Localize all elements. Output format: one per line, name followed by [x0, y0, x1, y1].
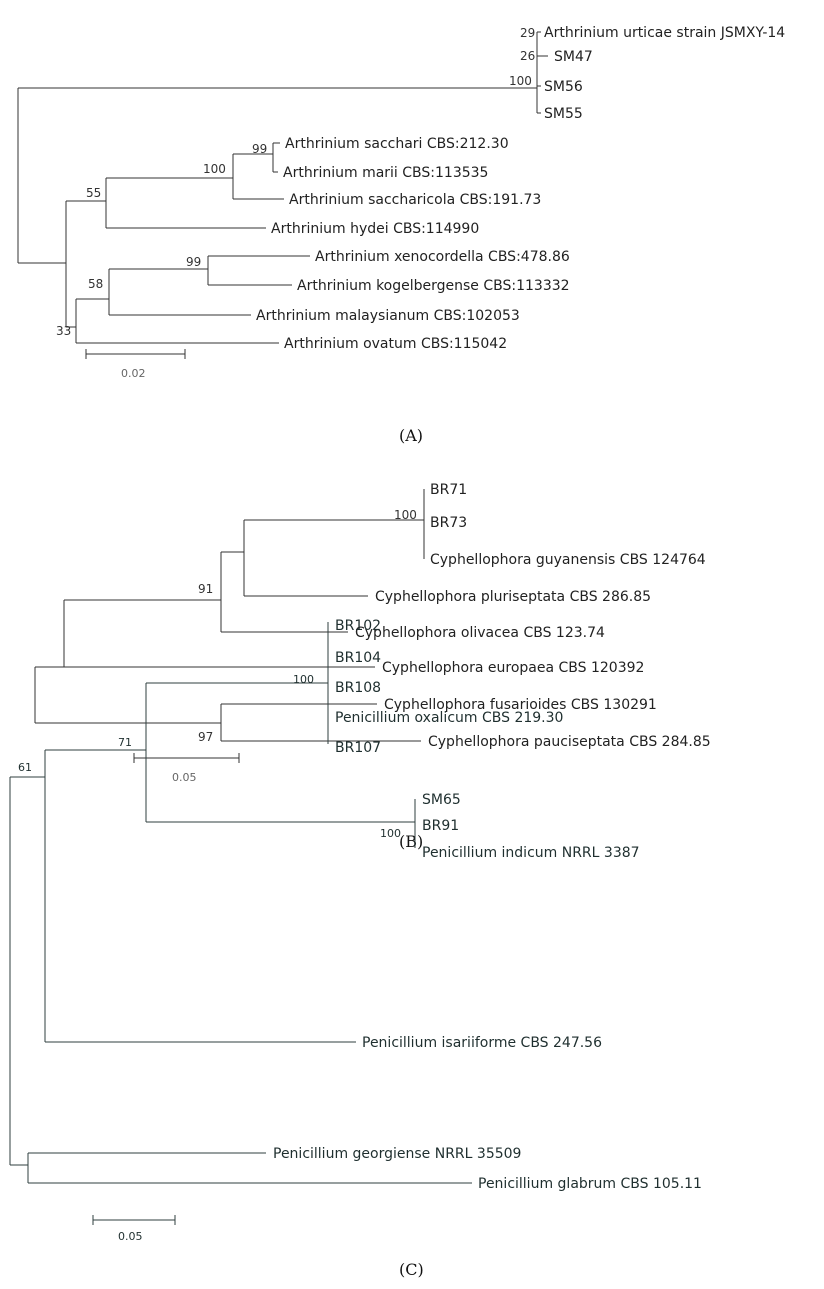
- tree-c-bootstrap-71: 71: [118, 736, 132, 749]
- tree-a-leaf-arthrinium-marii: Arthrinium marii CBS:113535: [283, 165, 488, 181]
- tree-c-leaf-br107: BR107: [335, 740, 381, 756]
- tree-panel-b: BR71 BR73 Cyphellophora guyanensis CBS 1…: [34, 482, 711, 851]
- tree-a-bootstrap-26: 26: [520, 49, 535, 63]
- tree-b-leaf-br71: BR71: [430, 482, 467, 498]
- tree-a-leaf-arthrinium-xenocordella: Arthrinium xenocordella CBS:478.86: [315, 249, 570, 265]
- tree-b-scale-label: 0.05: [172, 771, 197, 784]
- tree-c-leaf-penicillium-oxalicum: Penicillium oxalicum CBS 219.30: [335, 710, 563, 726]
- tree-b-leaf-cyphellophora-fusarioides: Cyphellophora fusarioides CBS 130291: [384, 697, 657, 713]
- panel-c-caption: (C): [399, 1260, 424, 1279]
- tree-a-bootstrap-33: 33: [56, 324, 71, 338]
- tree-c-leaf-br91: BR91: [422, 818, 459, 834]
- tree-a-leaf-arthrinium-malaysianum: Arthrinium malaysianum CBS:102053: [256, 308, 520, 324]
- tree-a-bootstrap-99-xenocordella: 99: [186, 255, 201, 269]
- tree-a-leaf-arthrinium-urticae: Arthrinium urticae strain JSMXY-14: [544, 25, 785, 41]
- tree-a-bootstrap-55: 55: [86, 186, 101, 200]
- tree-c-bootstrap-100-oxalicum-clade: 100: [293, 673, 314, 686]
- tree-panel-c: BR102 BR104 BR108 Penicillium oxalicum C…: [9, 618, 702, 1279]
- tree-b-bootstrap-97: 97: [198, 730, 213, 744]
- tree-a-leaf-sm56: SM56: [544, 79, 583, 95]
- tree-c-leaf-penicillium-indicum: Penicillium indicum NRRL 3387: [422, 845, 640, 861]
- tree-c-branches: [9, 622, 472, 1184]
- tree-a-leaf-arthrinium-saccharicola: Arthrinium saccharicola CBS:191.73: [289, 192, 541, 208]
- tree-b-scale-bar: 0.05: [133, 753, 240, 784]
- tree-a-leaf-arthrinium-kogelbergense: Arthrinium kogelbergense CBS:113332: [297, 278, 570, 294]
- panel-a-caption: (A): [399, 426, 423, 445]
- tree-b-bootstrap-100: 100: [394, 508, 417, 522]
- tree-a-branches: [17, 31, 548, 344]
- tree-c-leaf-penicillium-georgiense: Penicillium georgiense NRRL 35509: [273, 1146, 521, 1162]
- tree-b-leaf-cyphellophora-pauciseptata: Cyphellophora pauciseptata CBS 284.85: [428, 734, 711, 750]
- tree-a-bootstrap-100-urticae-clade: 100: [509, 74, 532, 88]
- tree-c-scale-bar: 0.05: [92, 1215, 176, 1243]
- tree-b-leaf-cyphellophora-guyanensis: Cyphellophora guyanensis CBS 124764: [430, 552, 706, 568]
- tree-b-leaf-cyphellophora-olivacea: Cyphellophora olivacea CBS 123.74: [355, 625, 605, 641]
- tree-a-bootstrap-29: 29: [520, 26, 535, 40]
- tree-a-leaf-sm47: SM47: [554, 49, 593, 65]
- tree-a-leaf-arthrinium-ovatum: Arthrinium ovatum CBS:115042: [284, 336, 507, 352]
- tree-a-bootstrap-58: 58: [88, 277, 103, 291]
- tree-b-branches: [34, 489, 425, 742]
- tree-a-bootstrap-99-sacchari: 99: [252, 142, 267, 156]
- tree-a-scale-bar: 0.02: [85, 349, 186, 380]
- tree-c-bootstrap-100-indicum-clade: 100: [380, 827, 401, 840]
- tree-c-leaf-br102: BR102: [335, 618, 381, 634]
- tree-a-scale-label: 0.02: [121, 367, 146, 380]
- tree-c-leaf-penicillium-isariiforme: Penicillium isariiforme CBS 247.56: [362, 1035, 602, 1051]
- tree-c-scale-label: 0.05: [118, 1230, 143, 1243]
- tree-b-bootstrap-91: 91: [198, 582, 213, 596]
- tree-c-leaf-br108: BR108: [335, 680, 381, 696]
- tree-a-leaf-arthrinium-sacchari: Arthrinium sacchari CBS:212.30: [285, 136, 509, 152]
- panel-b-caption: (B): [399, 832, 423, 851]
- tree-c-leaf-sm65: SM65: [422, 792, 461, 808]
- tree-c-leaf-br104: BR104: [335, 650, 381, 666]
- tree-b-leaf-cyphellophora-pluriseptata: Cyphellophora pluriseptata CBS 286.85: [375, 589, 651, 605]
- tree-c-bootstrap-61: 61: [18, 761, 32, 774]
- tree-a-bootstrap-100-sacchari-clade: 100: [203, 162, 226, 176]
- tree-b-leaf-cyphellophora-europaea: Cyphellophora europaea CBS 120392: [382, 660, 644, 676]
- tree-b-leaf-br73: BR73: [430, 515, 467, 531]
- tree-a-leaf-arthrinium-hydei: Arthrinium hydei CBS:114990: [271, 221, 479, 237]
- tree-panel-a: Arthrinium urticae strain JSMXY-14 SM47 …: [17, 25, 785, 445]
- tree-a-leaf-sm55: SM55: [544, 106, 583, 122]
- tree-c-leaf-penicillium-glabrum: Penicillium glabrum CBS 105.11: [478, 1176, 702, 1192]
